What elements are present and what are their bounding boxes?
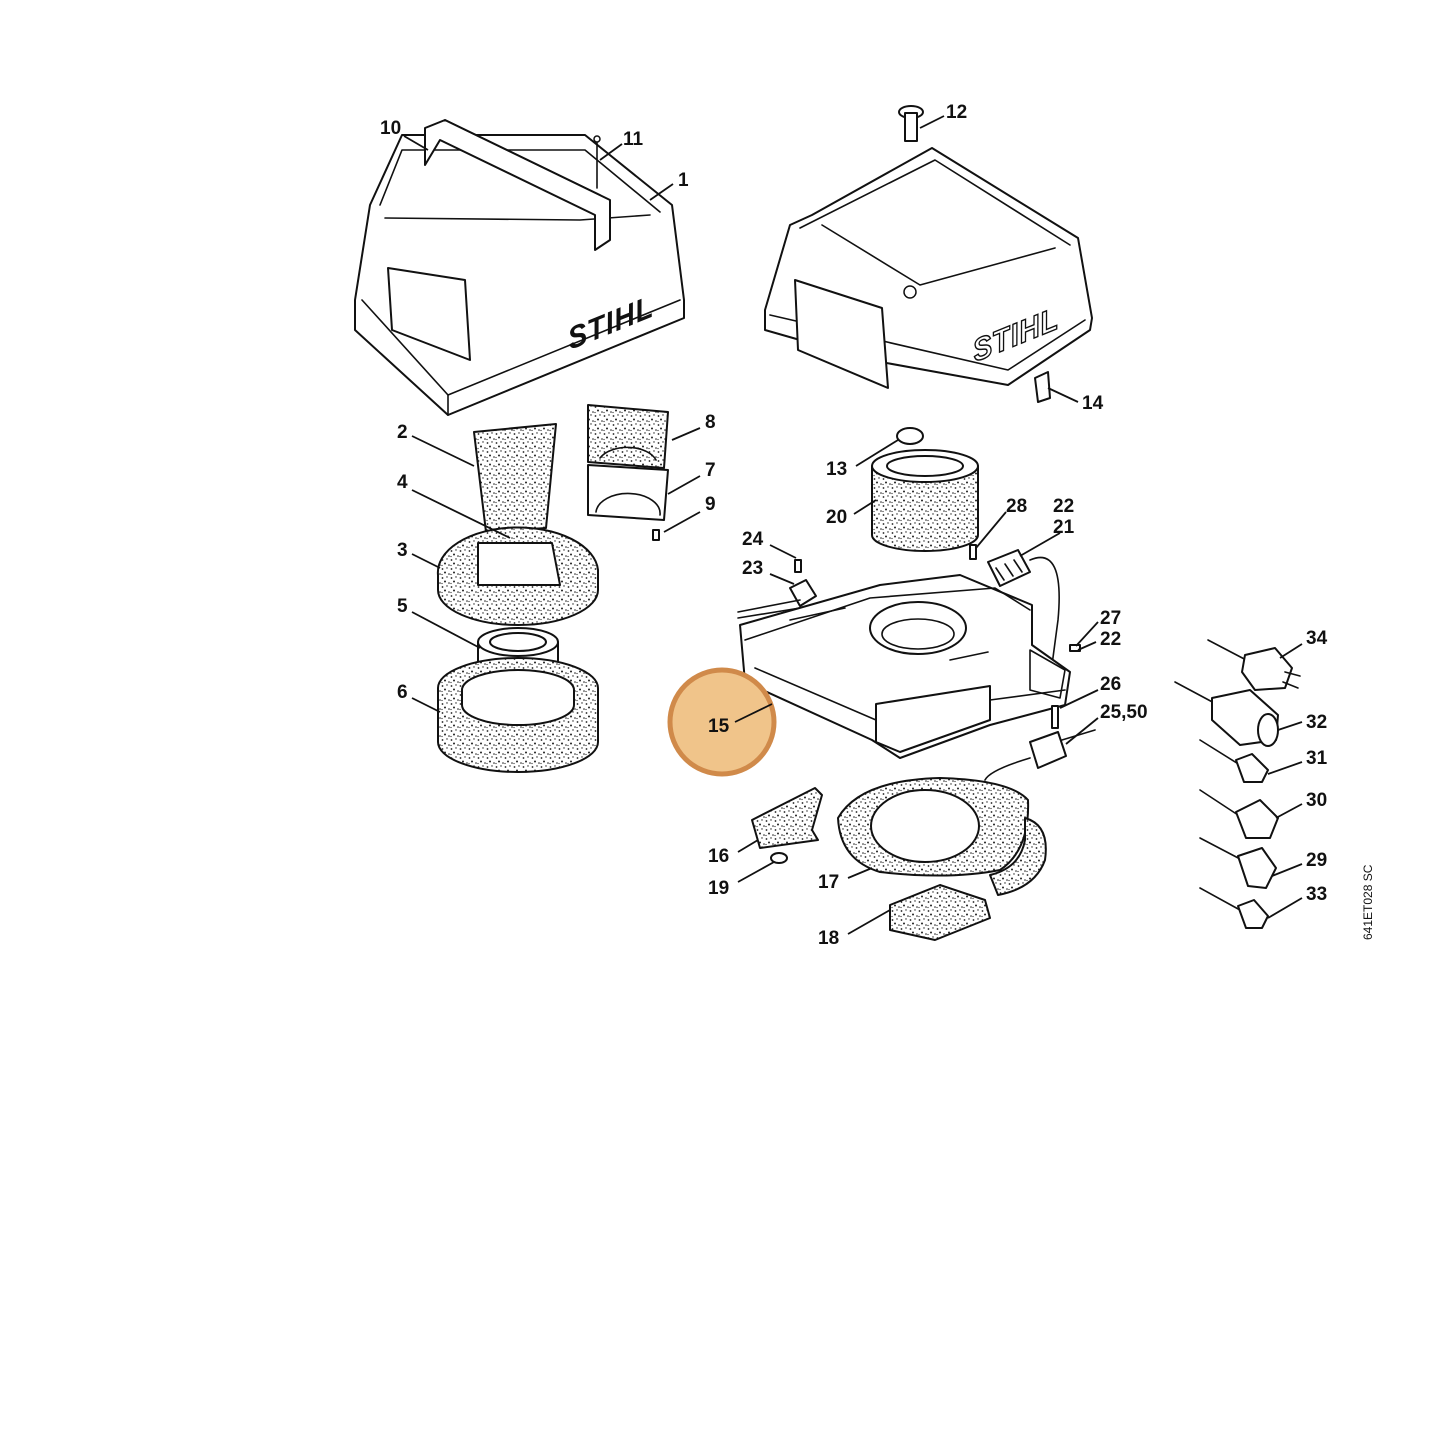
plug-32 [1174,681,1279,747]
callout-10[interactable]: 10 [380,118,401,139]
callout-20[interactable]: 20 [826,507,847,528]
right-hood: STIHL [764,147,1093,389]
callout-28[interactable]: 28 [1006,496,1027,517]
left-hood: STIHL [354,119,685,416]
callout-21[interactable]: 21 [1053,517,1075,538]
callout-11[interactable]: 11 [623,129,644,150]
screw-26 [1051,705,1059,729]
plug-34 [1207,639,1301,691]
callout-19[interactable]: 19 [708,878,729,899]
callout-22b[interactable]: 22 [1100,629,1121,650]
highlight-marker[interactable] [667,667,777,777]
screw-28 [969,544,977,560]
callout-9[interactable]: 9 [705,494,716,515]
drawing-code: 641ET028 SC [1361,864,1375,940]
screw-12 [898,105,924,142]
callout-3[interactable]: 3 [397,540,408,561]
callout-27[interactable]: 27 [1100,608,1121,629]
callout-30[interactable]: 30 [1306,790,1327,811]
callout-1[interactable]: 1 [678,170,689,191]
terminal-21 [987,549,1060,666]
callout-23[interactable]: 23 [742,558,763,579]
callout-17[interactable]: 17 [818,872,839,893]
screw-9 [652,529,660,541]
callout-22a[interactable]: 22 [1053,496,1074,517]
callout-18[interactable]: 18 [818,928,839,949]
callout-2[interactable]: 2 [397,422,408,443]
callout-4[interactable]: 4 [397,472,408,493]
plug-31 [1199,739,1269,783]
callout-33[interactable]: 33 [1306,884,1327,905]
screw-24 [794,559,802,573]
plug-33 [1199,887,1269,929]
callout-25-50[interactable]: 25,50 [1100,702,1148,723]
motor-housing [739,574,1071,759]
washer-19 [770,852,788,864]
clip-14 [1034,371,1051,403]
filter-cone [473,423,557,533]
capacitor-25 [984,729,1096,781]
plug-30 [1199,789,1279,839]
callout-6[interactable]: 6 [397,682,408,703]
leader-lines [403,115,1303,935]
callout-16[interactable]: 16 [708,846,729,867]
callout-15[interactable]: 15 [708,716,730,737]
plate-16 [751,787,823,849]
callout-13[interactable]: 13 [826,459,847,480]
callout-5[interactable]: 5 [397,596,408,617]
foam-arc [989,817,1047,896]
plug-29 [1199,837,1277,889]
callouts: 10 11 1 2 4 3 5 6 8 7 9 12 14 13 20 28 2… [380,102,1328,949]
callout-8[interactable]: 8 [705,412,716,433]
callout-29[interactable]: 29 [1306,850,1327,871]
callout-26[interactable]: 26 [1100,674,1121,695]
callout-7[interactable]: 7 [705,460,716,481]
callout-24[interactable]: 24 [742,529,764,550]
gasket-17 [837,777,1030,877]
bracket-7 [587,464,669,521]
callout-34[interactable]: 34 [1306,628,1328,649]
plate-18 [889,884,991,941]
callout-14[interactable]: 14 [1082,393,1104,414]
callout-12[interactable]: 12 [946,102,967,123]
callout-31[interactable]: 31 [1306,748,1328,769]
callout-32[interactable]: 32 [1306,712,1327,733]
nut-13 [896,427,924,445]
foam-tube-20 [871,449,979,552]
screw-27 [1069,644,1081,652]
